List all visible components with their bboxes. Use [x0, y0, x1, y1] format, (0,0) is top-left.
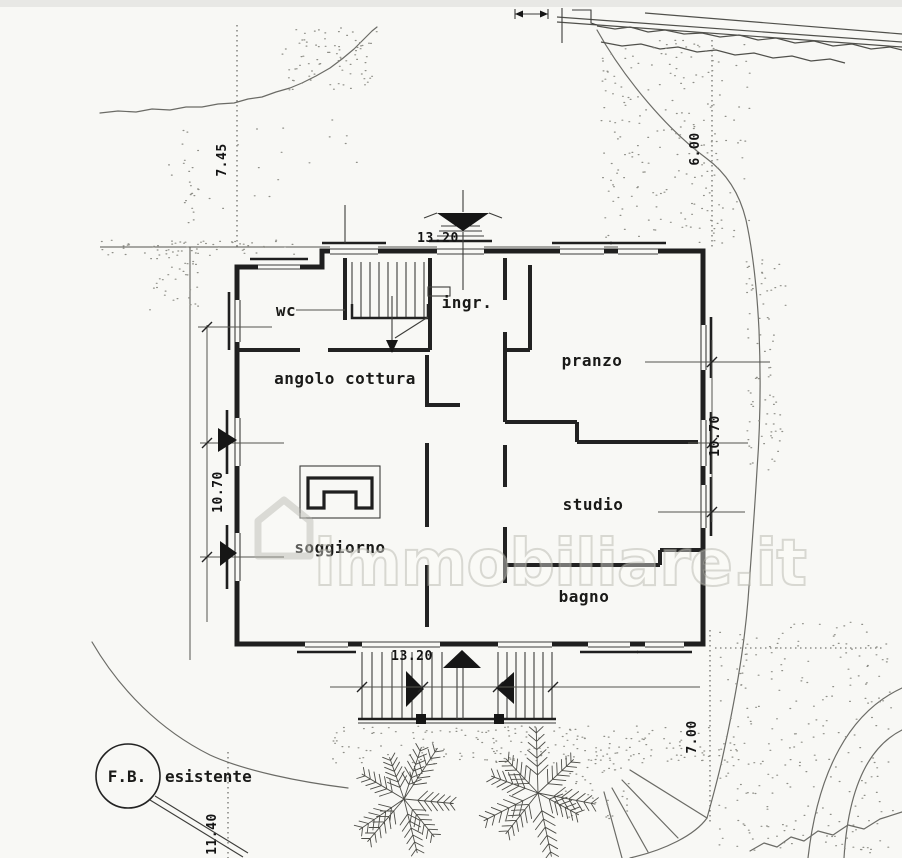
terrace-stairs [358, 652, 556, 724]
window-bottom-2 [580, 639, 638, 654]
small-arrow-left [515, 10, 523, 18]
dim-bottom-width: 13.20 [391, 649, 433, 664]
road-band [514, 8, 902, 64]
terrace-post-left [416, 714, 426, 724]
window-bottom-3 [637, 639, 692, 654]
fireplace [299, 465, 381, 519]
window-top-1 [322, 205, 386, 256]
room-label-soggiorno: soggiorno [294, 538, 385, 557]
stipple-right-band [745, 259, 787, 471]
watermark-house-icon [254, 496, 314, 560]
terrain-lines [91, 26, 902, 858]
door-bottom-right [498, 639, 552, 649]
staircase [350, 262, 451, 353]
palm-tree-left [353, 743, 457, 857]
window-left-wc [227, 292, 242, 350]
window-top-2 [552, 241, 612, 256]
stipple-topleft [281, 27, 378, 91]
dim-site-bottom-left: 11.40 [205, 813, 220, 855]
palm-tree-right [478, 726, 599, 858]
room-label-studio: studio [563, 495, 624, 514]
stipple-topleft-sparse [168, 119, 358, 209]
stair-arrow-right [496, 672, 514, 704]
axis-markers [423, 190, 503, 668]
room-label-wc: wc [276, 301, 296, 320]
scan-edge-bar [0, 0, 902, 7]
north-axis-arrow-top [437, 213, 489, 231]
window-bottom-1 [297, 639, 356, 654]
room-label-bagno: bagno [559, 587, 610, 606]
dim-site-top-right: 6.00 [688, 132, 703, 165]
stipple-left-corner [149, 254, 200, 311]
window-top-wc [250, 257, 308, 272]
room-label-angolo-cottura: angolo cottura [274, 369, 416, 388]
dim-top-width: 13.20 [417, 231, 459, 246]
stipple-garden [564, 766, 630, 820]
watermark-text: immobiliare.it [314, 527, 806, 601]
stipple-top-band [100, 239, 296, 256]
entry-arrow-left-2 [220, 541, 237, 566]
watermark: immobiliare.it [254, 496, 808, 602]
window-top-3 [610, 241, 666, 256]
dimension-lines [198, 309, 770, 693]
dimension-texts: 13.20 13.20 10.70 10.70 7.45 6.00 7.00 1… [205, 132, 723, 854]
openings [225, 205, 713, 654]
building-walls [234, 248, 706, 647]
fb-label: F.B. [108, 767, 147, 786]
stipple-bottomright [718, 621, 894, 854]
door-bottom-left [362, 639, 440, 649]
site-dotted-lines [227, 25, 885, 858]
stipple-left-strip [182, 129, 200, 291]
room-label-ingresso: ingr. [442, 293, 493, 312]
small-arrow-right [540, 10, 548, 18]
stair-direction-arrow [386, 340, 398, 353]
dim-left-height: 10.70 [211, 471, 226, 513]
fb-note: esistente [165, 767, 252, 786]
stipple-road-slope [600, 39, 751, 244]
entry-mat [427, 286, 451, 297]
room-labels: wc ingr. pranzo angolo cottura studio so… [274, 293, 623, 606]
stair-arrow-left [406, 671, 424, 707]
window-right-3 [698, 477, 713, 536]
fb-callout: F.B. esistente [95, 743, 252, 858]
room-label-pranzo: pranzo [562, 351, 623, 370]
entry-arrow-left-1 [218, 428, 237, 452]
dim-site-top-left: 7.45 [215, 143, 230, 176]
window-right-1 [698, 317, 713, 378]
terrace-post-right [494, 714, 504, 724]
fb-circle [95, 743, 161, 809]
axis-arrow-bottom [443, 650, 481, 668]
dim-right-height: 10.70 [708, 415, 723, 457]
dim-site-bottom-right: 7.00 [685, 720, 700, 753]
entrance-door-top [429, 225, 492, 256]
